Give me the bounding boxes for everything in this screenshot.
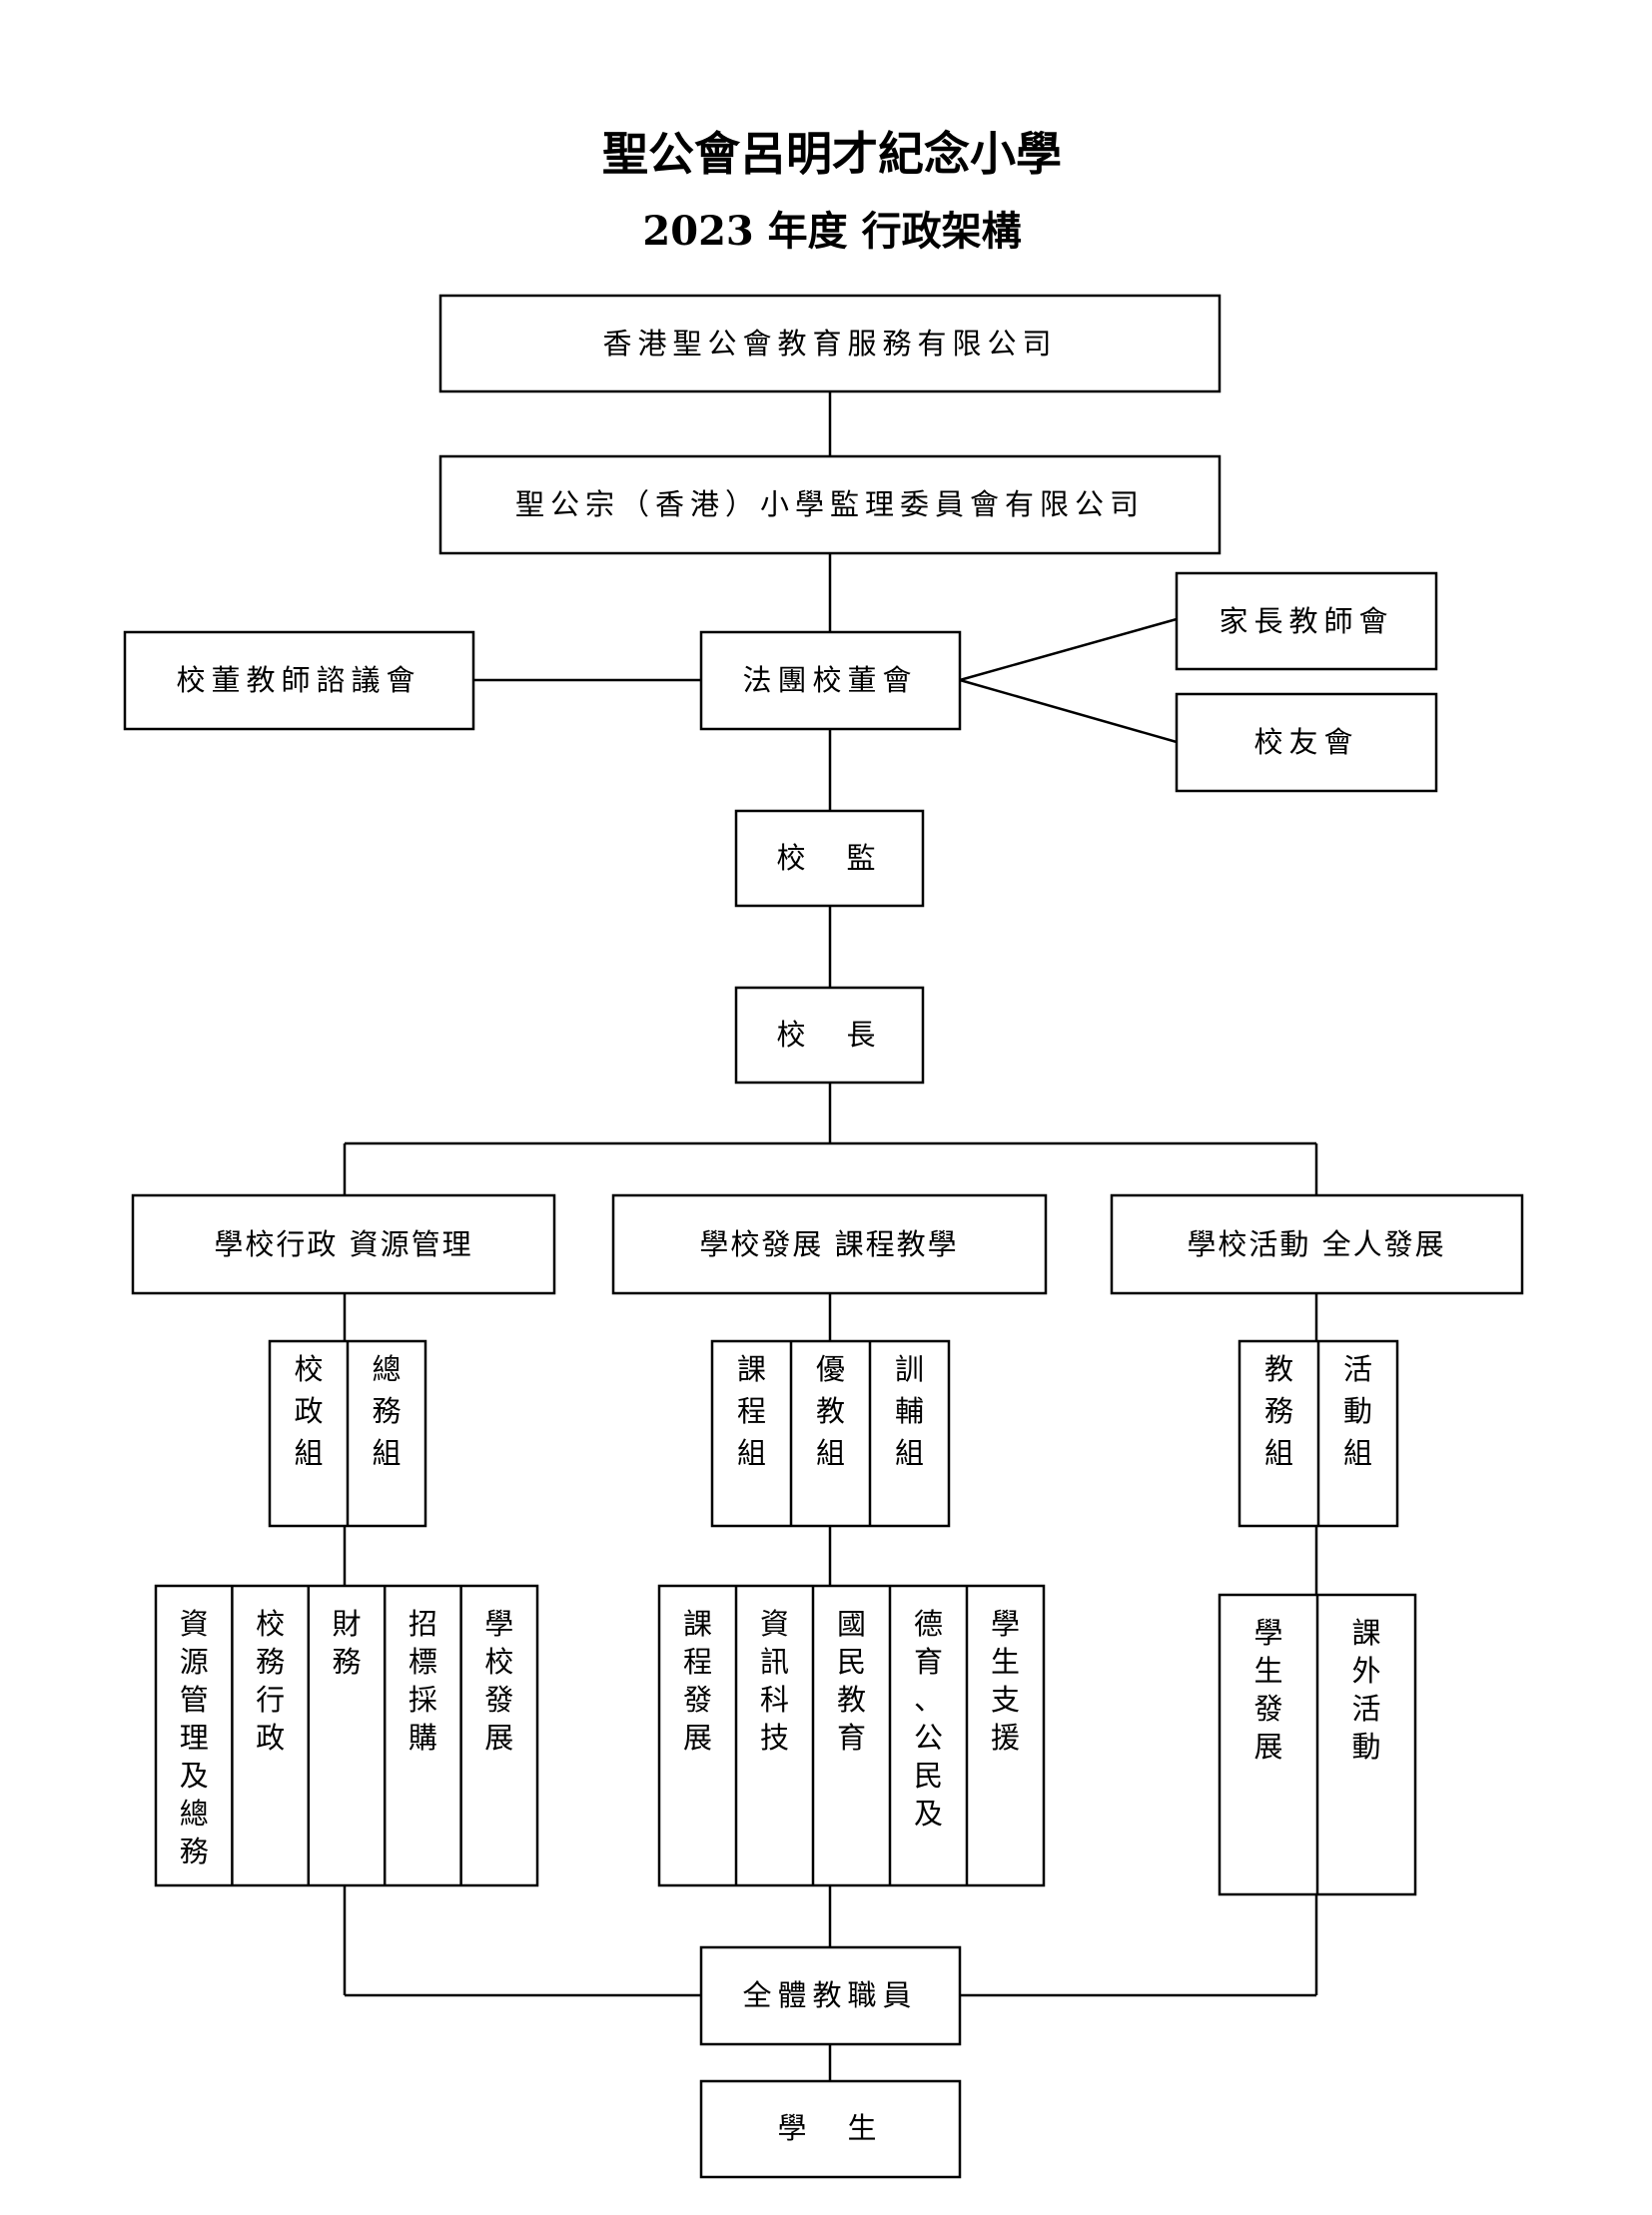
dev-unit-label: 國民教育: [837, 1607, 866, 1755]
dev-group-frame: [710, 1339, 951, 1528]
admin-units: 資源管理及總務 校務行政 財務 招標採購 學校發展: [154, 1584, 539, 1887]
admin-unit-label: 資源管理及總務: [180, 1607, 209, 1868]
dev-branch-node: 學校發展 課程教學: [611, 1193, 1048, 1295]
committee-node: 聖公宗（香港）小學監理委員會有限公司: [438, 454, 1222, 555]
dev-group-label: 課程組: [737, 1352, 766, 1470]
dev-groups: 課程組 優教組 訓輔組: [710, 1339, 951, 1528]
pta-label: 家長教師會: [1219, 604, 1393, 638]
alumni-label: 校友會: [1253, 725, 1358, 759]
principal-label: 校 長: [776, 1018, 881, 1052]
dev-branch-label: 學校發展 課程教學: [699, 1227, 958, 1261]
connectors: [343, 391, 1318, 2081]
activity-branch-label: 學校活動 全人發展: [1187, 1227, 1445, 1261]
admin-branch-node: 學校行政 資源管理: [131, 1193, 556, 1295]
dev-unit-label: 資訊科技: [760, 1607, 789, 1755]
dev-group-label: 訓輔組: [895, 1352, 924, 1470]
dev-unit-label: 課程發展: [683, 1607, 712, 1755]
admin-unit-label: 學校發展: [484, 1607, 513, 1755]
dev-unit-frame: [657, 1584, 1046, 1887]
all-staff-label: 全體教職員: [742, 1978, 917, 2012]
committee-label: 聖公宗（香港）小學監理委員會有限公司: [515, 487, 1145, 521]
admin-groups: 校政組 總務組: [268, 1339, 427, 1528]
admin-unit-frame: [154, 1584, 539, 1887]
students-label: 學 生: [777, 2111, 882, 2145]
chart-subtitle: 2023 年度 行政架構: [642, 208, 1021, 255]
admin-group-label: 總務組: [372, 1352, 401, 1470]
company-label: 香港聖公會教育服務有限公司: [602, 327, 1057, 361]
activity-unit-label: 學生發展: [1253, 1616, 1282, 1764]
school-board-label: 法團校董會: [742, 663, 917, 697]
dev-units: 課程發展 資訊科技 國民教育 德育、公民及 學生支援: [657, 1584, 1046, 1887]
chart-title: 聖公會呂明才紀念小學: [602, 127, 1062, 181]
activity-group-label: 活動組: [1343, 1352, 1372, 1470]
activity-branch-node: 學校活動 全人發展: [1110, 1193, 1524, 1295]
activity-unit-label: 課外活動: [1351, 1616, 1380, 1764]
admin-branch-label: 學校行政 資源管理: [214, 1227, 472, 1261]
activity-groups: 教務組 活動組: [1238, 1339, 1399, 1528]
admin-group-label: 校政組: [294, 1352, 323, 1470]
supervisor-label: 校 監: [776, 841, 881, 875]
principal-node: 校 長: [734, 986, 925, 1085]
school-board-node: 法團校董會: [699, 630, 962, 731]
teacher-council-node: 校董教師諮議會: [123, 630, 475, 731]
pta-node: 家長教師會: [1175, 571, 1438, 671]
students-node: 學 生: [699, 2079, 962, 2179]
alumni-node: 校友會: [1175, 692, 1438, 793]
supervisor-node: 校 監: [734, 809, 925, 908]
activity-group-label: 教務組: [1264, 1352, 1293, 1470]
activity-units: 學生發展 課外活動: [1218, 1593, 1417, 1896]
admin-unit-label: 校務行政: [256, 1607, 285, 1755]
teacher-council-label: 校董教師諮議會: [176, 663, 420, 697]
all-staff-node: 全體教職員: [699, 1945, 962, 2046]
dev-group-label: 優教組: [816, 1352, 845, 1470]
admin-unit-label: 財務: [332, 1607, 361, 1679]
dev-unit-label: 德育、公民及: [914, 1607, 943, 1831]
admin-unit-label: 招標採購: [409, 1607, 437, 1755]
dev-unit-label: 學生支援: [991, 1607, 1020, 1755]
company-node: 香港聖公會教育服務有限公司: [438, 294, 1222, 393]
